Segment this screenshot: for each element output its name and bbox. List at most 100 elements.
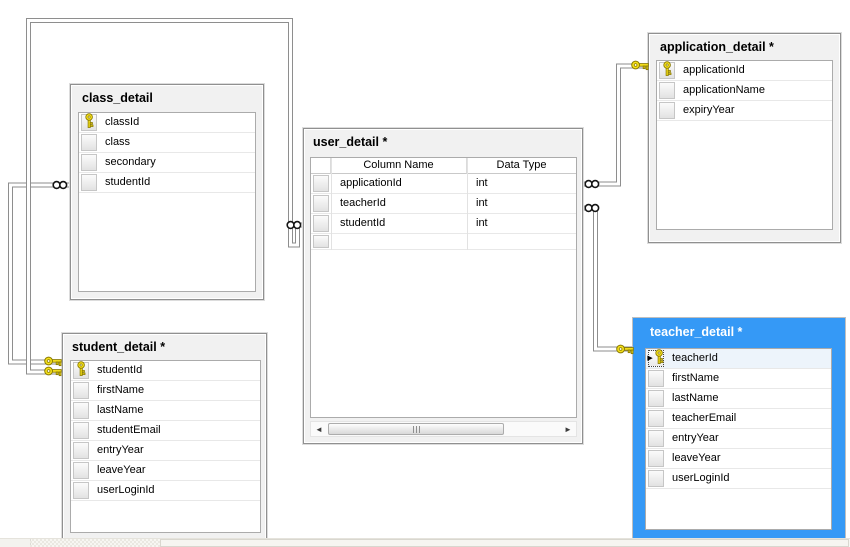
grid-cell-column-name: teacherId bbox=[340, 197, 386, 209]
table-title-student_detail[interactable]: student_detail * bbox=[72, 340, 166, 354]
field-row-userLoginId[interactable]: userLoginId bbox=[646, 469, 831, 489]
row-indicator[interactable] bbox=[313, 215, 329, 232]
grid-header-column-name: Column Name bbox=[331, 158, 467, 174]
infinity-icon-user-teacherId bbox=[583, 202, 601, 214]
row-indicator[interactable] bbox=[73, 361, 89, 381]
scrollbar-track[interactable] bbox=[30, 539, 160, 547]
table-window-teacher_detail[interactable]: teacher_detail * ▶teacherId firstName lastN… bbox=[633, 318, 845, 540]
diagram-horizontal-scrollbar[interactable] bbox=[0, 538, 850, 547]
grid-cell-column-name: studentId bbox=[340, 217, 386, 229]
row-indicator[interactable] bbox=[313, 235, 329, 248]
row-indicator[interactable] bbox=[73, 422, 89, 439]
field-row-studentId[interactable]: studentId bbox=[71, 361, 260, 381]
row-indicator[interactable] bbox=[73, 382, 89, 399]
row-indicator[interactable] bbox=[648, 470, 664, 487]
row-indicator[interactable] bbox=[313, 195, 329, 212]
connector-student-class[interactable] bbox=[8, 182, 70, 365]
row-indicator[interactable] bbox=[648, 410, 664, 427]
key-icon-teacher-teacherId bbox=[616, 343, 634, 356]
scrollbar-thumb[interactable] bbox=[160, 539, 849, 547]
key-icon-application-applicationId bbox=[631, 59, 649, 72]
field-name: applicationName bbox=[683, 84, 765, 96]
field-name: expiryYear bbox=[683, 104, 735, 116]
field-row-lastName[interactable]: lastName bbox=[71, 401, 260, 421]
grid-row[interactable]: studentId int bbox=[311, 214, 576, 234]
field-name: firstName bbox=[672, 372, 720, 384]
row-indicator[interactable] bbox=[73, 442, 89, 459]
row-indicator[interactable] bbox=[81, 174, 97, 191]
table-title-class_detail[interactable]: class_detail bbox=[82, 91, 153, 105]
scroll-left-icon[interactable]: ◄ bbox=[315, 424, 323, 434]
field-name: class bbox=[105, 136, 131, 148]
row-indicator[interactable] bbox=[659, 61, 675, 79]
row-indicator[interactable] bbox=[659, 102, 675, 119]
primary-key-icon bbox=[76, 361, 87, 381]
connector-teacher-user[interactable] bbox=[583, 205, 632, 352]
grid-row[interactable]: teacherId int bbox=[311, 194, 576, 214]
field-row-leaveYear[interactable]: leaveYear bbox=[71, 461, 260, 481]
grid-header-indicator bbox=[311, 158, 331, 174]
field-row-classId[interactable]: classId bbox=[79, 113, 255, 133]
table-title-user_detail[interactable]: user_detail * bbox=[313, 135, 388, 149]
grid-cell-data-type: int bbox=[476, 197, 488, 209]
row-indicator[interactable] bbox=[81, 134, 97, 151]
thumb-grip bbox=[418, 425, 420, 433]
scrollbar-thumb[interactable] bbox=[328, 423, 504, 435]
field-row-lastName[interactable]: lastName bbox=[646, 389, 831, 409]
field-name: classId bbox=[105, 116, 140, 128]
field-row-entryYear[interactable]: entryYear bbox=[646, 429, 831, 449]
field-row-expiryYear[interactable]: expiryYear bbox=[657, 101, 832, 121]
grid-column-separator bbox=[331, 158, 332, 250]
field-name: entryYear bbox=[672, 432, 719, 444]
primary-key-icon bbox=[654, 349, 665, 369]
infinity-icon-user-studentId bbox=[285, 219, 303, 231]
row-indicator[interactable] bbox=[73, 482, 89, 499]
field-row-secondary[interactable]: secondary bbox=[79, 153, 255, 173]
row-indicator[interactable] bbox=[648, 390, 664, 407]
row-indicator[interactable] bbox=[659, 82, 675, 99]
field-name: studentEmail bbox=[97, 424, 161, 436]
row-indicator[interactable] bbox=[648, 450, 664, 467]
grid-row-empty[interactable] bbox=[311, 234, 576, 250]
table-window-application_detail[interactable]: application_detail * applicationId applica… bbox=[648, 33, 841, 243]
grid-column-separator bbox=[467, 158, 468, 250]
row-indicator[interactable] bbox=[313, 175, 329, 192]
field-row-teacherId[interactable]: ▶teacherId bbox=[646, 349, 831, 369]
field-row-userLoginId[interactable]: userLoginId bbox=[71, 481, 260, 501]
field-row-class[interactable]: class bbox=[79, 133, 255, 153]
field-name: entryYear bbox=[97, 444, 144, 456]
field-row-firstName[interactable]: firstName bbox=[71, 381, 260, 401]
table-title-application_detail[interactable]: application_detail * bbox=[660, 40, 774, 54]
table-title-teacher_detail[interactable]: teacher_detail * bbox=[650, 325, 743, 339]
row-indicator[interactable] bbox=[73, 462, 89, 479]
field-row-entryYear[interactable]: entryYear bbox=[71, 441, 260, 461]
grid-cell-data-type: int bbox=[476, 177, 488, 189]
scrollbar-corner bbox=[0, 539, 31, 547]
connector-application-user[interactable] bbox=[583, 63, 647, 187]
field-row-firstName[interactable]: firstName bbox=[646, 369, 831, 389]
row-indicator[interactable] bbox=[73, 402, 89, 419]
scroll-right-icon[interactable]: ► bbox=[564, 424, 572, 434]
row-indicator[interactable]: ▶ bbox=[647, 349, 665, 369]
key-icon-student-studentId-b bbox=[44, 365, 62, 378]
table-horizontal-scrollbar[interactable]: ◄► bbox=[310, 421, 577, 437]
row-indicator[interactable] bbox=[81, 113, 97, 131]
row-indicator[interactable] bbox=[81, 154, 97, 171]
field-row-applicationId[interactable]: applicationId bbox=[657, 61, 832, 81]
field-row-leaveYear[interactable]: leaveYear bbox=[646, 449, 831, 469]
infinity-icon-user-applicationId bbox=[583, 178, 601, 190]
row-indicator[interactable] bbox=[648, 430, 664, 447]
grid-cell-data-type: int bbox=[476, 217, 488, 229]
row-indicator[interactable] bbox=[648, 370, 664, 387]
field-row-studentEmail[interactable]: studentEmail bbox=[71, 421, 260, 441]
field-row-teacherEmail[interactable]: teacherEmail bbox=[646, 409, 831, 429]
field-row-studentId[interactable]: studentId bbox=[79, 173, 255, 193]
field-row-applicationName[interactable]: applicationName bbox=[657, 81, 832, 101]
